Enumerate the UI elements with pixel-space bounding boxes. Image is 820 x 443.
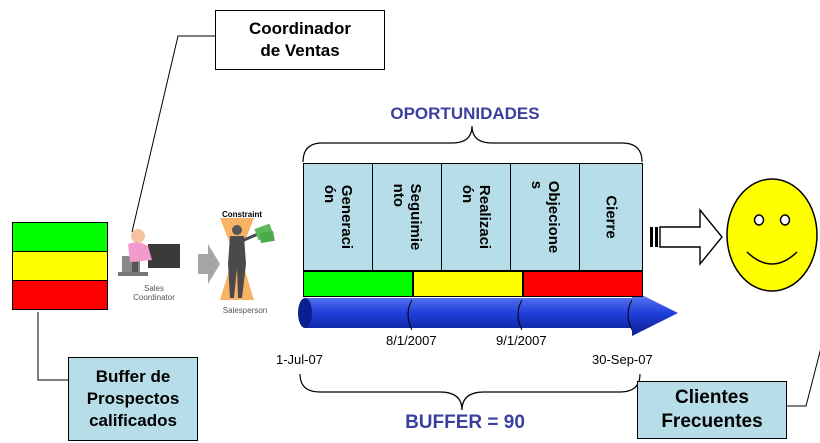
stage-4-line1: Objecione [545,180,562,254]
band-green [303,271,413,297]
coordinator-line1: Coordinador [249,19,351,38]
date-mid2: 9/1/2007 [496,333,547,348]
clientes-line1: Clientes [675,387,749,408]
coordinator-callout-line [131,35,215,233]
buffer-red [12,281,108,310]
stage-1-line1: Generaci [338,184,355,250]
stage-4-line2: s [528,180,545,190]
stage-2-line1: Seguimie [407,183,424,251]
salesperson-figure [220,218,275,300]
buffer-line2: Prospectos [86,389,180,408]
coordinator-box: Coordinador de Ventas [215,10,385,70]
salesperson-label: Salesperson [222,306,268,315]
stage-3-line2: ón [459,184,476,204]
stage-cierre: Cierre [579,163,643,271]
sales-coordinator-label: Sales Coordinator [133,284,175,302]
sales-coordinator-figure [118,229,180,276]
buffer-green [12,222,108,252]
buffer-yellow [12,252,108,281]
constraint-label: Constraint [222,210,262,219]
clientes-box: Clientes Frecuentes [637,381,787,439]
stage-1-line2: ón [321,184,338,204]
date-mid1: 8/1/2007 [386,333,437,348]
gray-arrow [198,244,220,284]
band-red [523,271,643,297]
buffer-box: Buffer de Prospectos calificados [68,357,198,441]
buffer-line3: calificados [89,411,177,430]
buffer-brace [299,373,641,411]
date-end: 30-Sep-07 [592,352,653,367]
stage-cierre-label: Cierre [602,195,620,239]
buffer-callout-line [37,312,68,381]
stage-2-line2: nto [390,183,407,207]
coordinator-line2: de Ventas [260,41,340,60]
date-start: 1-Jul-07 [276,352,323,367]
smiley-icon [726,178,818,292]
stage-3-line1: Realizaci [476,184,493,250]
hollow-arrow [659,208,723,266]
opportunities-title: OPORTUNIDADES [390,104,540,123]
opportunities-brace [302,125,643,163]
band-yellow [413,271,523,297]
buffer-title: BUFFER = 90 [405,412,525,433]
timeline-arrow [300,290,678,336]
buffer-line1: Buffer de [95,367,171,386]
clientes-line2: Frecuentes [661,411,763,432]
clientes-callout-line [785,349,820,407]
buffer-stack [12,222,108,312]
